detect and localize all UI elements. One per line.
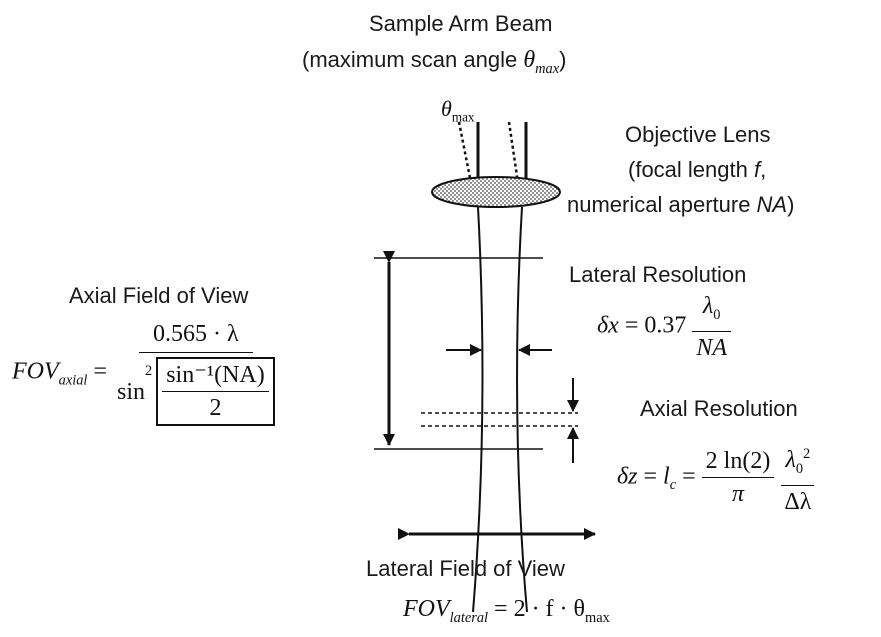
max-scan-angle-theta: θ xyxy=(523,47,536,73)
scan-beam-left-dotted xyxy=(457,121,473,184)
lateral-fov-equation: FOVlateral = 2 · f · θmax xyxy=(403,595,610,632)
axial-fov-label: Axial Field of View xyxy=(69,283,249,308)
lateral-fov-rhs-sub: max xyxy=(585,609,610,626)
lateral-resolution-lhs: δx xyxy=(597,312,619,339)
axial-fov-inner-numerator: sin⁻¹(NA) xyxy=(162,361,269,392)
beam-waist-left-curve xyxy=(472,206,484,613)
axial-resolution-equals-2: = xyxy=(676,463,702,490)
theta-max-sub: max xyxy=(451,109,475,125)
axial-resolution-numerator-1: 2 ln(2) xyxy=(701,447,775,479)
lateral-fov-label: Lateral Field of View xyxy=(366,556,565,581)
objective-lens xyxy=(431,176,561,208)
axial-resolution-fraction-2: λ02 Δλ xyxy=(780,440,815,516)
axial-fov-lhs-sub: axial xyxy=(58,372,88,389)
max-scan-angle-suffix: ) xyxy=(559,47,567,72)
lateral-resolution-denominator: NA xyxy=(692,330,732,362)
lambda-sub: 0 xyxy=(713,306,721,323)
axial-resolution-label: Axial Resolution xyxy=(640,396,798,421)
axial-resolution-lhs: δz xyxy=(617,463,638,490)
focal-length-symbol: f xyxy=(753,157,761,182)
lambda-symbol: λ xyxy=(702,293,714,319)
lateral-resolution-fraction: λ0 NA xyxy=(692,292,732,362)
axial-lambda-sub: 0 xyxy=(795,460,804,477)
max-scan-angle-symbol: θmax xyxy=(523,47,559,77)
axial-resolution-denominator-2: Δλ xyxy=(784,488,812,515)
axial-lambda-exp: 2 xyxy=(803,446,811,462)
focal-length-prefix: (focal length xyxy=(628,157,754,182)
lateral-resolution-equation: δx = 0.37 λ0 NA xyxy=(597,292,732,362)
lateral-fov-rhs: = 2 · f · θ xyxy=(488,596,586,622)
sample-arm-beam-label: Sample Arm Beam xyxy=(369,11,553,36)
axial-resolution-numerator-2: λ02 xyxy=(781,440,815,486)
numerical-aperture-prefix: numerical aperture xyxy=(567,192,757,217)
axial-fov-inner-denominator: 2 xyxy=(209,395,222,421)
numerical-aperture-label: numerical aperture NA) xyxy=(567,192,794,218)
lateral-fov-lhs: FOV xyxy=(403,596,450,622)
objective-lens-label: Objective Lens xyxy=(625,122,771,147)
lateral-resolution-coefficient: 0.37 xyxy=(644,312,687,339)
beam-waist-right-curve xyxy=(516,206,528,613)
max-scan-angle-prefix: (maximum scan angle xyxy=(302,47,524,72)
max-scan-angle-sub: max xyxy=(535,60,560,77)
na-symbol: NA xyxy=(696,334,728,361)
lateral-resolution-numerator: λ0 xyxy=(699,292,725,331)
axial-resolution-equation: δz = lc = 2 ln(2) π λ02 Δλ xyxy=(617,440,815,516)
numerical-aperture-symbol: NA xyxy=(756,192,788,217)
numerical-aperture-suffix: ) xyxy=(787,192,795,217)
axial-fov-bracket: sin⁻¹(NA) 2 xyxy=(156,357,275,426)
axial-fov-equals: = xyxy=(87,358,113,385)
axial-fov-lhs: FOV xyxy=(12,358,59,385)
axial-lambda: λ xyxy=(785,447,796,473)
axial-fov-sin: sin xyxy=(116,378,145,405)
theta-max-label: θmax xyxy=(441,95,475,131)
axial-resolution-fraction-1: 2 ln(2) π xyxy=(701,447,775,508)
focal-length-suffix: , xyxy=(760,157,767,182)
lateral-resolution-label: Lateral Resolution xyxy=(569,262,747,287)
lateral-fov-lhs-sub: lateral xyxy=(449,609,489,626)
coherence-length-sub: c xyxy=(669,477,677,494)
coherence-length: l xyxy=(663,463,670,490)
axial-resolution-equals-1: = xyxy=(637,463,664,490)
max-scan-angle-label: (maximum scan angle θmax) xyxy=(302,46,566,83)
theta-max-symbol: θ xyxy=(441,96,452,121)
focal-length-label: (focal length f, xyxy=(628,157,766,183)
axial-fov-numerator: 0.565 · λ xyxy=(139,320,253,353)
lateral-resolution-equals: = xyxy=(618,312,645,339)
axial-resolution-denominator-1: π xyxy=(731,481,744,508)
axial-fov-sin-exp: 2 xyxy=(145,363,153,379)
axial-fov-inner-fraction: sin⁻¹(NA) 2 xyxy=(162,361,269,422)
scan-beam-right-dotted xyxy=(507,121,520,184)
